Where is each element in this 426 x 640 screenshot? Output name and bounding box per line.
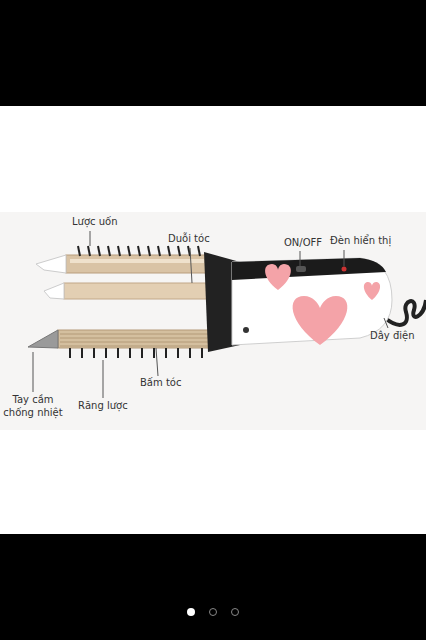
- part-label: Duỗi tóc: [168, 233, 210, 246]
- top-bar: [0, 0, 426, 106]
- page-dot: [187, 608, 195, 616]
- iron-body: [204, 252, 392, 352]
- part-label: Dây điện: [370, 330, 415, 343]
- part-label: ON/OFF: [284, 237, 322, 250]
- straightener-plate: [44, 283, 224, 299]
- leader-lines: [33, 231, 388, 398]
- curler-comb: [36, 246, 208, 273]
- part-label: Tay cầm chống nhiệt: [2, 394, 64, 419]
- part-label: Bấm tóc: [140, 377, 181, 390]
- page-dot: [210, 609, 217, 616]
- part-label: Răng lược: [78, 400, 128, 413]
- bottom-bar: [0, 534, 426, 640]
- heart-sticker: [265, 264, 291, 290]
- crimper-plate: [28, 330, 213, 358]
- photo-ground: [0, 212, 426, 430]
- heart-sticker: [293, 296, 348, 345]
- part-label: Lược uốn: [72, 216, 118, 229]
- page-dot: [232, 609, 239, 616]
- heart-sticker: [364, 282, 380, 300]
- part-label: Đèn hiển thị: [330, 235, 391, 248]
